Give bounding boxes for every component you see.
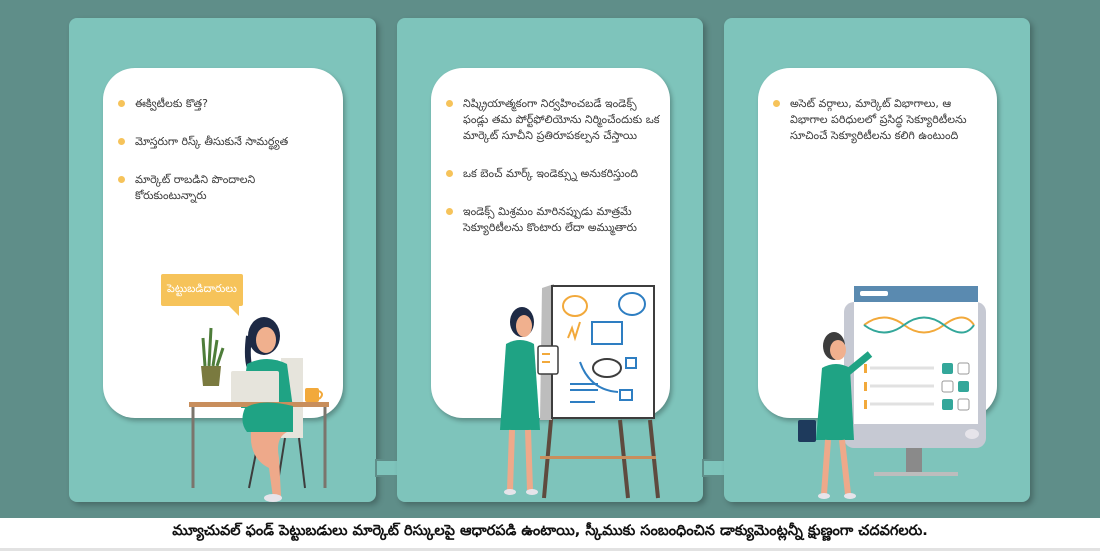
bullet-list: అసెట్ వర్గాలు, మార్కెట్ విభాగాలు, ఆ విభా…: [758, 96, 997, 166]
woman-presenting-flipchart-illustration: [500, 284, 660, 499]
bullet-item: ఈక్విటీలకు కొత్త?: [103, 96, 343, 112]
panel-index-funds: నిష్క్రియాత్మకంగా నిర్వహించబడే ఇండెక్స్ …: [397, 18, 703, 502]
bullet-item: ఇండెక్స్ మిశ్రమం మారినప్పుడు మాత్రమే సెక…: [431, 204, 670, 236]
disclaimer-text: మ్యూచువల్ ఫండ్ పెట్టుబడులు మార్కెట్ రిస్…: [172, 523, 928, 539]
woman-at-desk-illustration: [189, 317, 329, 502]
bullet-item: నిష్క్రియాత్మకంగా నిర్వహించబడే ఇండెక్స్ …: [431, 96, 670, 144]
disclaimer-footer: మ్యూచువల్ ఫండ్ పెట్టుబడులు మార్కెట్ రిస్…: [0, 518, 1100, 551]
bullet-item: ఒక బెంచ్ మార్క్ ఇండెక్స్ను అనుకరిస్తుంది: [431, 166, 670, 182]
bullet-item: మోస్తరుగా రిస్క్ తీసుకునే సామర్థ్యత: [103, 134, 343, 150]
infographic-stage: ఈక్విటీలకు కొత్త? మోస్తరుగా రిస్క్ తీసుక…: [0, 0, 1100, 518]
bullet-item: అసెట్ వర్గాలు, మార్కెట్ విభాగాలు, ఆ విభా…: [758, 96, 997, 144]
bullet-list: ఈక్విటీలకు కొత్త? మోస్తరుగా రిస్క్ తీసుక…: [103, 96, 343, 226]
card-investors: ఈక్విటీలకు కొత్త? మోస్తరుగా రిస్క్ తీసుక…: [103, 68, 343, 418]
woman-pointing-at-monitor-illustration: [798, 286, 986, 499]
speech-bubble-investors: పెట్టుబడిదారులు: [161, 274, 243, 316]
bullet-item: మార్కెట్ రాబడిని పొందాలని కోరుకుంటున్నార…: [103, 172, 343, 204]
panel-asset-classes: అసెట్ వర్గాలు, మార్కెట్ విభాగాలు, ఆ విభా…: [724, 18, 1030, 502]
bullet-list: నిష్క్రియాత్మకంగా నిర్వహించబడే ఇండెక్స్ …: [431, 96, 670, 258]
panel-investors: ఈక్విటీలకు కొత్త? మోస్తరుగా రిస్క్ తీసుక…: [69, 18, 376, 502]
